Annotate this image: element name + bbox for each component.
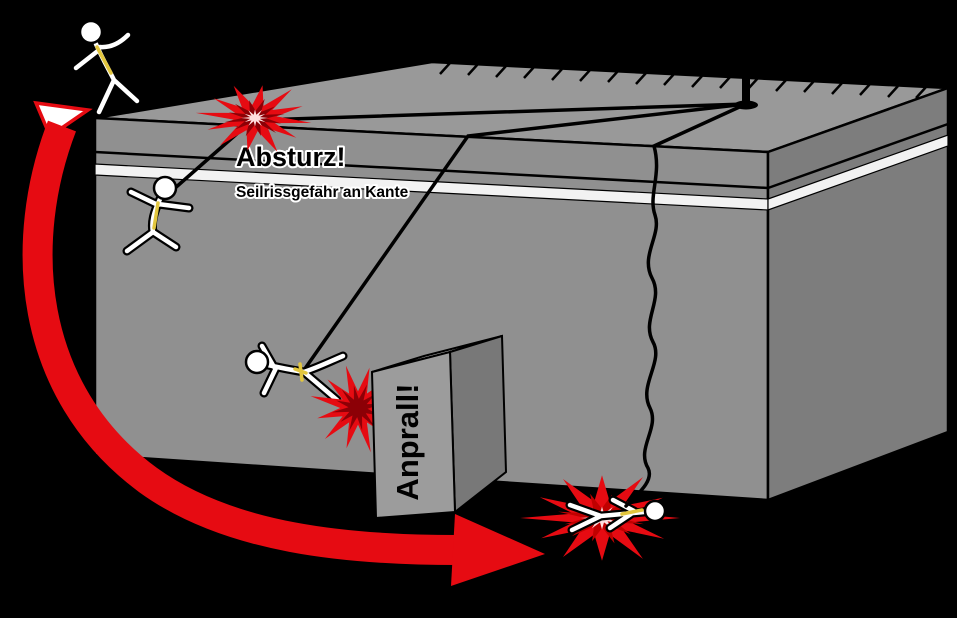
figure-head	[643, 499, 667, 523]
anchor-hook	[744, 48, 758, 60]
figure-head	[244, 349, 270, 375]
roof-edge-hatching	[439, 62, 927, 99]
worker-falling-figure	[122, 175, 194, 256]
figure-head	[78, 19, 104, 45]
arrow-head	[451, 514, 545, 586]
figure-harness	[95, 45, 113, 75]
worker-walking-figure	[71, 19, 142, 117]
roof-stripe-side	[767, 134, 949, 211]
fall-label: Absturz!	[236, 142, 346, 172]
arrow-shaft	[22, 120, 471, 566]
rope-to-edge	[258, 102, 748, 122]
figure-harness	[152, 201, 160, 230]
obstacle-side-face	[448, 334, 508, 515]
figure-harness	[620, 508, 644, 516]
rope-to-ground-worker	[624, 102, 748, 508]
obstacle-front-face	[370, 350, 457, 520]
figure-body	[124, 189, 192, 254]
figure-body	[259, 343, 346, 403]
impact-label: Anprall!	[390, 383, 425, 500]
rope-to-swinging-worker	[302, 102, 748, 372]
worker-swinging-figure	[244, 341, 348, 405]
fascia-line-side	[767, 122, 949, 190]
obstacle-box: Anprall!	[370, 334, 508, 520]
worker-fallen-figure	[565, 495, 667, 535]
figure-head	[152, 175, 178, 201]
rope-risk-label: Seilrissgefahr an Kante	[236, 184, 409, 201]
figure-harness	[293, 362, 308, 382]
fall-trajectory-arrow-icon	[22, 100, 545, 586]
